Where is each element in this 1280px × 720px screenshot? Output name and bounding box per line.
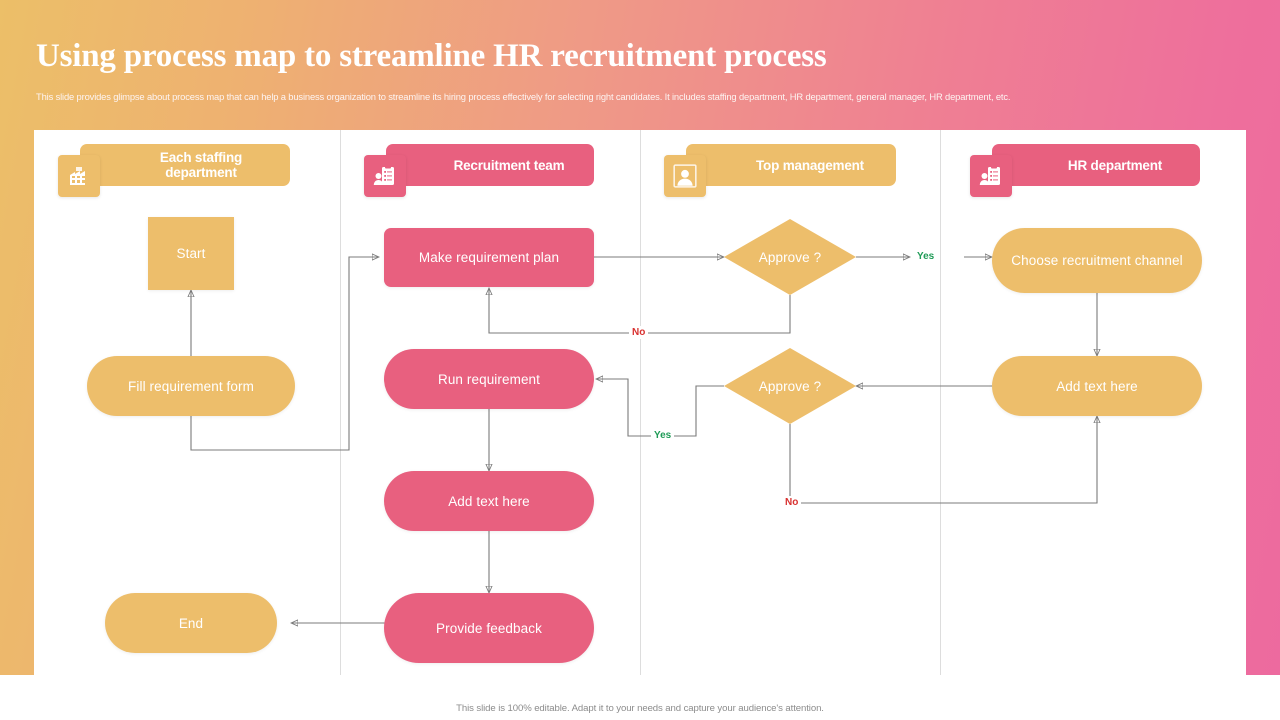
lane-divider-3: [940, 130, 941, 675]
edge-label-yes-1: Yes: [914, 250, 938, 263]
lane-label-staffing: Each staffing department: [159, 150, 243, 180]
user-portrait-icon: [664, 155, 706, 197]
node-choose-recruitment-channel[interactable]: Choose recruitment channel: [992, 228, 1202, 293]
clipboard-person-icon: [364, 155, 406, 197]
footer-strip: [0, 675, 1280, 720]
edge-label-no-1: No: [629, 326, 649, 339]
node-provide-feedback[interactable]: Provide feedback: [384, 593, 594, 663]
node-make-requirement-plan[interactable]: Make requirement plan: [384, 228, 594, 287]
lane-header-recruitment[interactable]: Recruitment team: [364, 144, 594, 197]
edge-label-no-2: No: [782, 496, 802, 509]
lane-header-management[interactable]: Top management: [664, 144, 896, 197]
node-add-text-here-2[interactable]: Add text here: [992, 356, 1202, 416]
node-choose-recruitment-channel-label: Choose recruitment channel: [1011, 253, 1183, 268]
node-start[interactable]: Start: [148, 217, 234, 290]
lane-label-hr: HR department: [1067, 157, 1163, 173]
slide-header: Using process map to streamline HR recru…: [0, 0, 1280, 130]
node-end[interactable]: End: [105, 593, 277, 653]
node-add-text-here-1[interactable]: Add text here: [384, 471, 594, 531]
lane-divider-1: [340, 130, 341, 675]
process-map-canvas: Each staffing department Recruitment tea…: [34, 130, 1246, 675]
lane-header-hr[interactable]: HR department: [970, 144, 1200, 197]
lane-label-recruitment: Recruitment team: [453, 157, 565, 173]
lane-header-staffing[interactable]: Each staffing department: [58, 144, 290, 197]
node-approve-decision-2[interactable]: Approve ?: [724, 348, 856, 424]
page-subtitle: This slide provides glimpse about proces…: [36, 91, 1011, 102]
node-run-requirement[interactable]: Run requirement: [384, 349, 594, 409]
node-approve-decision-1[interactable]: Approve ?: [724, 219, 856, 295]
page-title: Using process map to streamline HR recru…: [36, 38, 827, 74]
lane-label-management: Top management: [756, 157, 864, 173]
clipboard-person-icon: [970, 155, 1012, 197]
node-fill-requirement-form[interactable]: Fill requirement form: [87, 356, 295, 416]
lane-divider-2: [640, 130, 641, 675]
edge-label-yes-2: Yes: [651, 429, 675, 442]
factory-icon: [58, 155, 100, 197]
footer-note: This slide is 100% editable. Adapt it to…: [456, 703, 824, 714]
